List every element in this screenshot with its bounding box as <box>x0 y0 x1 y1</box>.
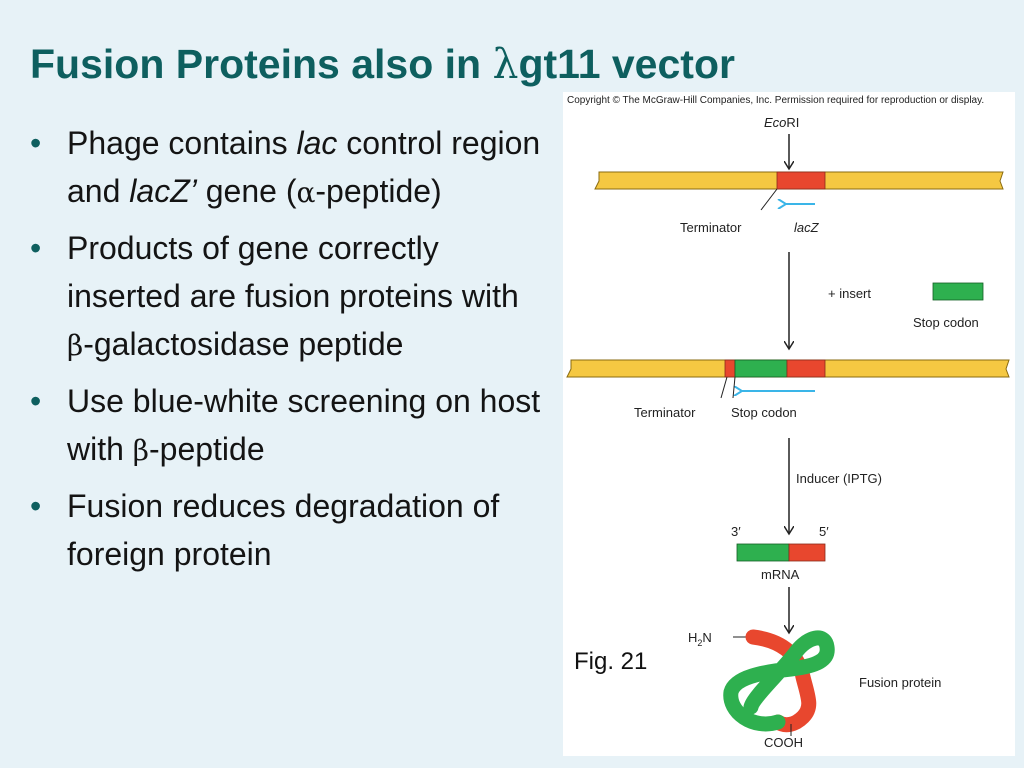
bullet-degradation: Fusion reduces degradation of foreign pr… <box>30 482 550 578</box>
h2n-h: H <box>688 630 697 645</box>
bullet-text: -galactosidase peptide <box>83 326 404 362</box>
figure-panel: Copyright © The McGraw-Hill Companies, I… <box>563 92 1015 756</box>
fusion-protein-green <box>723 630 835 732</box>
fusion-protein-label: Fusion protein <box>859 675 941 690</box>
bullet-text: Products of gene correctly inserted are … <box>67 230 519 314</box>
mrna-red-segment <box>788 543 826 562</box>
bullet-fusion-products: Products of gene correctly inserted are … <box>30 224 550 370</box>
alpha-symbol: α <box>296 176 316 209</box>
bullet-text: Use blue-white screening on host with <box>67 383 541 467</box>
beta-symbol: β <box>67 329 84 362</box>
lacz-segment <box>776 171 826 190</box>
terminator-label-1: Terminator <box>680 220 742 235</box>
figure-caption: Fig. 21 <box>574 648 648 675</box>
three-prime-label: 3′ <box>731 524 741 539</box>
bullet-list: Phage contains lac control region and la… <box>30 119 550 585</box>
five-prime-label: 5′ <box>819 524 829 539</box>
ecori-label: EcoRI <box>764 115 799 130</box>
h2n-n: N <box>702 630 711 645</box>
inducer-label: Inducer (IPTG) <box>796 471 882 486</box>
lacz-segment-2 <box>786 359 826 378</box>
terminator2-pointer <box>720 376 728 399</box>
plus-insert-label: + insert <box>828 286 871 301</box>
mrna-green-segment <box>736 543 790 562</box>
terminator1-pointer <box>760 188 778 211</box>
lambda-gt11-diagram: EcoRI Terminator lacZ + insert Stop codo… <box>566 115 1010 750</box>
stop-codon2-pointer <box>732 376 736 399</box>
title-suffix: gt11 vector <box>518 41 735 87</box>
bullet-blue-white: Use blue-white screening on host with β-… <box>30 377 550 475</box>
bullet-text: control region and <box>67 125 541 209</box>
terminator-segment-2 <box>724 359 736 378</box>
stop-codon-label-2: Stop codon <box>731 405 797 420</box>
slide-title: Fusion Proteins also in λgt11 vector <box>30 40 735 88</box>
lac-italic: lac <box>296 125 338 161</box>
beta-symbol: β <box>132 434 149 467</box>
ecori-eco: Eco <box>764 115 786 130</box>
bullet-text: Phage contains <box>67 125 297 161</box>
lacz-label: lacZ <box>794 220 820 235</box>
h2n-sub: 2 <box>697 638 702 648</box>
insert-block <box>932 282 984 301</box>
terminator-label-2: Terminator <box>634 405 696 420</box>
bullet-text: gene ( <box>196 173 297 209</box>
bullet-text: -peptide <box>148 431 265 467</box>
mrna-label: mRNA <box>761 567 800 582</box>
cooh-label: COOH <box>764 735 803 750</box>
title-prefix: Fusion Proteins also in <box>30 41 493 87</box>
h2n-label: H2N <box>688 630 712 648</box>
bullet-lac-control: Phage contains lac control region and la… <box>30 119 550 217</box>
bullet-text: Fusion reduces degradation of foreign pr… <box>67 488 500 572</box>
lacz-italic: lacZ’ <box>129 173 197 209</box>
bullet-text: -peptide) <box>315 173 442 209</box>
insert-segment-2 <box>734 359 788 378</box>
stop-codon-insert-label: Stop codon <box>913 315 979 330</box>
copyright-notice: Copyright © The McGraw-Hill Companies, I… <box>567 95 985 106</box>
lambda-symbol: λ <box>492 40 519 88</box>
ecori-ri: RI <box>786 115 799 130</box>
